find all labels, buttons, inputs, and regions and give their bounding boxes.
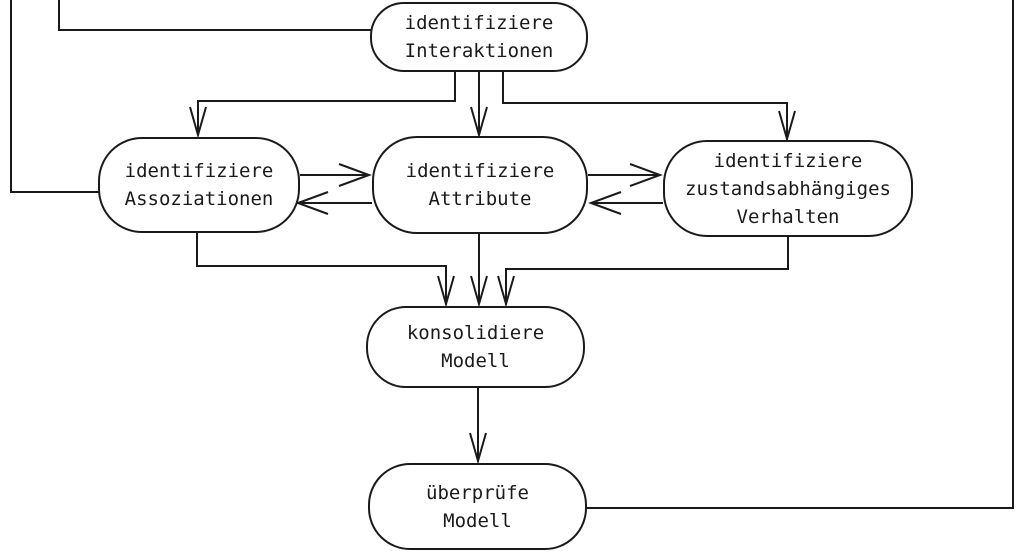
edge-konsolidiere-to-ueberpruefe bbox=[469, 388, 487, 465]
edge-interaktionen-to-verhalten bbox=[502, 72, 796, 143]
arrowhead-down-icon bbox=[778, 110, 796, 143]
edge-verhalten-to-attribute bbox=[588, 191, 663, 215]
node-label-line: zustandsabhängiges bbox=[685, 177, 891, 200]
node-ueberpruefe-modell: überprüfe Modell bbox=[368, 463, 587, 550]
node-label-line: Assoziationen bbox=[124, 188, 274, 210]
node-label-line: Interaktionen bbox=[404, 40, 554, 62]
arrowhead-right-icon bbox=[629, 163, 663, 187]
edge-attribute-to-konsolidiere bbox=[470, 234, 488, 308]
arrowhead-down-icon bbox=[470, 106, 488, 139]
arrowhead-right-icon bbox=[338, 163, 372, 187]
edge-interaktionen-to-attribute bbox=[470, 72, 488, 139]
arrowhead-left-icon bbox=[295, 191, 329, 215]
node-identifiziere-interaktionen: identifiziere Interaktionen bbox=[370, 2, 588, 72]
edge-interaktionen-to-assoziationen bbox=[189, 72, 456, 139]
node-identifiziere-zustandsabhaengiges-verhalten: identifiziere zustandsabhängiges Verhalt… bbox=[663, 140, 913, 237]
node-identifiziere-attribute: identifiziere Attribute bbox=[372, 136, 588, 234]
node-label-line: Modell bbox=[443, 509, 512, 532]
arrowhead-down-icon bbox=[470, 275, 488, 308]
arrowhead-down-icon bbox=[497, 275, 515, 308]
edge-ueberpruefe-feedback-to-top bbox=[587, 0, 1014, 509]
edge-attribute-to-assoziationen bbox=[295, 191, 372, 215]
edge-assoziationen-to-konsolidiere bbox=[196, 231, 455, 308]
edge-assoziationen-to-attribute bbox=[300, 163, 372, 187]
node-label-line: identifiziere bbox=[404, 12, 554, 34]
node-label-line: Verhalten bbox=[736, 205, 840, 228]
node-label-line: identifiziere bbox=[713, 149, 863, 172]
node-label-line: überprüfe bbox=[426, 481, 529, 504]
edge-attribute-to-verhalten bbox=[588, 163, 663, 187]
node-label-line: konsolidiere bbox=[406, 322, 545, 344]
node-label-line: Attribute bbox=[428, 188, 532, 210]
node-label-line: identifiziere bbox=[405, 160, 555, 182]
edge-left-feedback-to-assoziationen bbox=[10, 0, 100, 193]
node-label-line: identifiziere bbox=[124, 160, 274, 182]
node-konsolidiere-modell: konsolidiere Modell bbox=[366, 306, 585, 388]
arrowhead-down-icon bbox=[469, 432, 487, 465]
arrowhead-down-icon bbox=[189, 106, 207, 139]
node-label-line: Modell bbox=[441, 350, 510, 372]
edge-top-feedback-to-interaktionen bbox=[58, 0, 372, 31]
arrowhead-left-icon bbox=[588, 191, 622, 215]
node-identifiziere-assoziationen: identifiziere Assoziationen bbox=[98, 137, 300, 233]
edge-verhalten-to-konsolidiere bbox=[497, 237, 789, 308]
arrowhead-down-icon bbox=[437, 275, 455, 308]
